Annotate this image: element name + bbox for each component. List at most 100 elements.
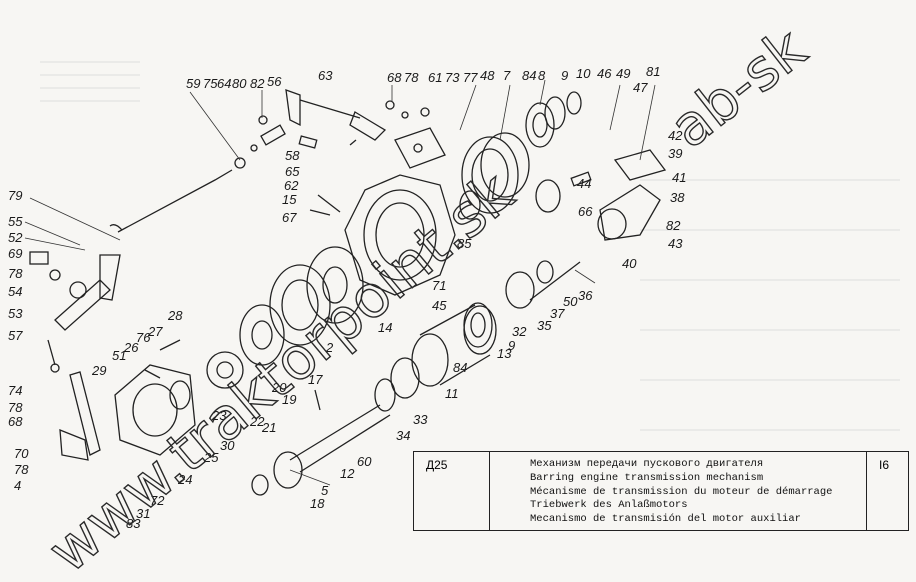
callout-label: 57	[8, 328, 23, 343]
callout-label: 56	[267, 74, 282, 89]
callout-label: 68	[8, 414, 23, 429]
callout-label: 17	[308, 372, 323, 387]
callout-label: 58	[285, 148, 300, 163]
callout-label: 45	[432, 298, 447, 313]
callout-label: 11	[445, 386, 459, 401]
callout-label: 65	[285, 164, 300, 179]
callout-label: 9	[561, 68, 568, 83]
callout-label: 21	[261, 420, 276, 435]
callout-label: 69	[8, 246, 22, 261]
callout-label: 66	[578, 204, 593, 219]
title-block: Д25 Механизм передачи пускового двигател…	[413, 451, 909, 531]
callout-label: 28	[167, 308, 183, 323]
callout-label: 48	[480, 68, 495, 83]
callout-label: 60	[357, 454, 372, 469]
callout-label: 84	[522, 68, 536, 83]
callout-label: 84	[453, 360, 467, 375]
callout-label: 67	[282, 210, 297, 225]
callout-label: 53	[8, 306, 23, 321]
sheet-number: I6	[866, 452, 908, 530]
callout-label: 39	[668, 146, 682, 161]
callout-label: 25	[203, 450, 219, 465]
callout-label: 76	[136, 330, 151, 345]
callout-label: 40	[622, 256, 637, 271]
callout-label: 80	[232, 76, 247, 91]
callout-label: 15	[282, 192, 297, 207]
callout-label: 78	[8, 266, 23, 281]
callout-label: 61	[428, 70, 442, 85]
callout-label: 2	[325, 340, 334, 355]
title-lines: Механизм передачи пускового двигателя Ba…	[530, 458, 832, 527]
parts-drawing	[29, 89, 667, 496]
callout-label: 62	[284, 178, 299, 193]
callout-label: 41	[672, 170, 686, 185]
title-line-es: Mecanismo de transmisión del motor auxil…	[530, 513, 801, 526]
callout-label: 30	[220, 438, 235, 453]
callout-label: 49	[616, 66, 630, 81]
callout-label: 78	[404, 70, 419, 85]
callout-label: 10	[576, 66, 591, 81]
callout-label: 50	[563, 294, 578, 309]
callout-label: 71	[432, 278, 446, 293]
callout-label: 64	[217, 76, 231, 91]
watermark-right: ab-sk	[659, 16, 819, 161]
callout-label: 22	[249, 414, 265, 429]
callout-label: 23	[211, 408, 227, 423]
callout-label: 55	[8, 214, 23, 229]
callout-label: 4	[14, 478, 21, 493]
callout-label: 13	[497, 346, 512, 361]
callout-label: 43	[668, 236, 683, 251]
callout-label: 70	[14, 446, 29, 461]
callout-label: 33	[413, 412, 428, 427]
callout-label: 68	[387, 70, 402, 85]
callout-label: 37	[550, 306, 565, 321]
callout-label: 19	[282, 392, 296, 407]
callout-label: 42	[668, 128, 683, 143]
callout-label: 29	[91, 363, 106, 378]
callout-label: 52	[8, 230, 23, 245]
callout-label: 34	[396, 428, 410, 443]
callout-label: 83	[126, 516, 141, 531]
callout-label: 31	[136, 506, 150, 521]
callout-label: 20	[271, 380, 287, 395]
callout-label: 59	[186, 76, 200, 91]
title-code: Д25	[414, 452, 490, 530]
callout-label: 14	[378, 320, 392, 335]
callout-label: 78	[8, 400, 23, 415]
callout-label: 78	[14, 462, 29, 477]
title-line-de: Triebwerk des Anlaßmotors	[530, 499, 688, 512]
title-line-fr: Mécanisme de transmission du moteur de d…	[530, 485, 833, 498]
callout-label: 77	[463, 70, 478, 85]
callout-label: 72	[150, 493, 165, 508]
callout-label: 27	[147, 324, 163, 339]
callout-label: 85	[457, 236, 472, 251]
callout-label: 47	[633, 80, 648, 95]
callout-label: 75	[203, 76, 218, 91]
callout-label: 5	[321, 483, 329, 498]
leader-lines	[24, 79, 656, 486]
callout-label: 82	[250, 76, 265, 91]
callout-label: 82	[666, 218, 681, 233]
callout-label: 46	[597, 66, 612, 81]
title-line-en: Barring engine transmission mechanism	[530, 471, 764, 484]
title-line-ru: Механизм передачи пускового двигателя	[530, 458, 764, 470]
callout-label: 9	[508, 338, 515, 353]
callout-label: 35	[537, 318, 552, 333]
callout-label: 44	[577, 176, 591, 191]
callout-label: 63	[318, 68, 333, 83]
callout-label: 32	[512, 324, 527, 339]
callout-label: 36	[578, 288, 593, 303]
callout-label: 8	[538, 68, 546, 83]
callout-label: 73	[445, 70, 460, 85]
callout-label: 12	[340, 466, 355, 481]
callout-label: 81	[646, 64, 660, 79]
callout-label: 54	[8, 284, 22, 299]
callout-label: 18	[310, 496, 325, 511]
callout-label: 26	[123, 340, 139, 355]
callout-label: 7	[503, 68, 511, 83]
background-table-lines	[40, 61, 900, 431]
callout-label: 74	[8, 383, 22, 398]
callout-label: 79	[8, 188, 22, 203]
